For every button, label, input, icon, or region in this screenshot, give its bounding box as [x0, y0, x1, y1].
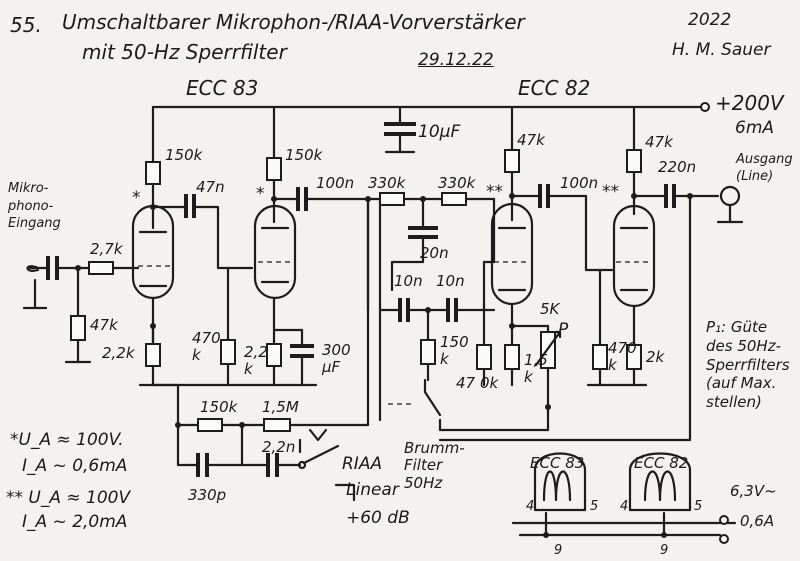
fb-c2-label: 2,2n	[262, 438, 296, 456]
year: 2022	[688, 10, 732, 30]
r-grid4-label: 470 k	[608, 339, 637, 374]
heater-ecc83-label: ECC 83	[530, 454, 585, 472]
fb-c1-label: 330p	[188, 486, 227, 504]
input-label: Mikro- phono- Eingang	[8, 181, 61, 232]
fb-r2-label: 1,5M	[262, 398, 299, 416]
author: H. M. Sauer	[672, 40, 771, 60]
r3-anode-label: 47k	[517, 131, 545, 149]
schematic-date: 29.12.22	[418, 50, 494, 70]
schematic-number: 55.	[10, 13, 42, 37]
r-cathode2-label: 2,2 k	[244, 343, 268, 378]
notch-c2-label: 10n	[436, 272, 465, 290]
pot-value-label: 5K	[540, 300, 560, 318]
r-grid3-label-a: 47	[456, 374, 476, 392]
c-out-label: 220n	[658, 158, 697, 176]
double-star-mark-2: **	[602, 182, 619, 202]
r-in-series	[88, 261, 114, 275]
supply-current: 6mA	[735, 118, 775, 138]
heater-voltage: 6,3V~	[730, 482, 777, 500]
r1-anode-resistor	[145, 161, 161, 185]
notch-c-label: 20n	[420, 244, 449, 262]
heater-pin5-left: 5	[590, 499, 599, 514]
star2-ua-note: ** U_A ≈ 100V	[6, 488, 131, 508]
double-star-mark-1: **	[486, 182, 503, 202]
pot-name-label: P	[558, 320, 569, 340]
heater-ecc82-label: ECC 82	[634, 454, 689, 472]
notch-c1-label: 10n	[394, 272, 423, 290]
c2-label: 100n	[316, 174, 355, 192]
r1-anode-label: 150k	[165, 146, 203, 164]
r-grid-label: 47k	[90, 316, 118, 334]
tube-right-label: ECC 82	[518, 76, 591, 100]
c-cathode2-label: 300 µF	[322, 341, 351, 376]
heater-pin5-right: 5	[694, 499, 703, 514]
output-jack	[719, 185, 741, 207]
notch-r1-label: 330k	[368, 174, 406, 192]
output-label: Ausgang (Line)	[736, 152, 793, 184]
ecc82-heater-outline	[628, 452, 692, 512]
brumm-filter-label: Brumm- Filter 50Hz	[404, 439, 465, 492]
p1-note: P₁: Güte des 50Hz- Sperrfilters (auf Max…	[706, 318, 790, 411]
tube-left-label: ECC 83	[186, 76, 259, 100]
heater-pin9-right: 9	[660, 543, 669, 558]
supply-voltage: +200V	[715, 91, 784, 115]
c3-label: 100n	[560, 174, 599, 192]
supply-terminal	[700, 102, 710, 112]
c-supply-label: 10µF	[418, 122, 461, 142]
ecc83-heater-outline	[533, 452, 587, 512]
fb-r1-label: 150k	[200, 398, 238, 416]
linear-switch-label: Linear	[346, 480, 399, 500]
r-grid3-label-b: 0k	[480, 374, 499, 392]
star-mark-2: *	[256, 184, 265, 204]
r2-anode-label: 150k	[285, 146, 323, 164]
schematic-title: Umschaltbarer Mikrophon-/RIAA-Vorverstär…	[62, 10, 525, 34]
r-in-label: 2,7k	[90, 240, 123, 258]
gain-label: +60 dB	[346, 508, 410, 528]
star2-ia-note: I_A ~ 2,0mA	[22, 512, 128, 532]
notch-r2-label: 330k	[438, 174, 476, 192]
star-mark-1: *	[132, 188, 141, 208]
heater-pin9-left: 9	[554, 543, 563, 558]
c1-label: 47n	[196, 178, 225, 196]
star1-ua-note: *U_A ≈ 100V.	[10, 430, 124, 450]
r-cathode1-label: 2,2k	[102, 344, 135, 362]
schematic-subtitle: mit 50-Hz Sperrfilter	[82, 40, 287, 64]
riaa-switch-label: RIAA	[342, 454, 383, 474]
heater-pin4-left: 4	[526, 499, 535, 514]
heater-pin4-right: 4	[620, 499, 629, 514]
r-grid2-label: 470 k	[192, 329, 221, 364]
heater-current: 0,6A	[740, 512, 775, 530]
r4-anode-label: 47k	[645, 133, 673, 151]
notch-r3-label: 150 k	[440, 333, 469, 368]
star1-ia-note: I_A ~ 0,6mA	[22, 456, 128, 476]
r-cathode4-label: 2k	[646, 348, 665, 366]
r-cathode1	[145, 343, 161, 367]
r-cathode3-label: 1,5 k	[524, 351, 548, 386]
r2-anode-resistor	[266, 157, 282, 181]
